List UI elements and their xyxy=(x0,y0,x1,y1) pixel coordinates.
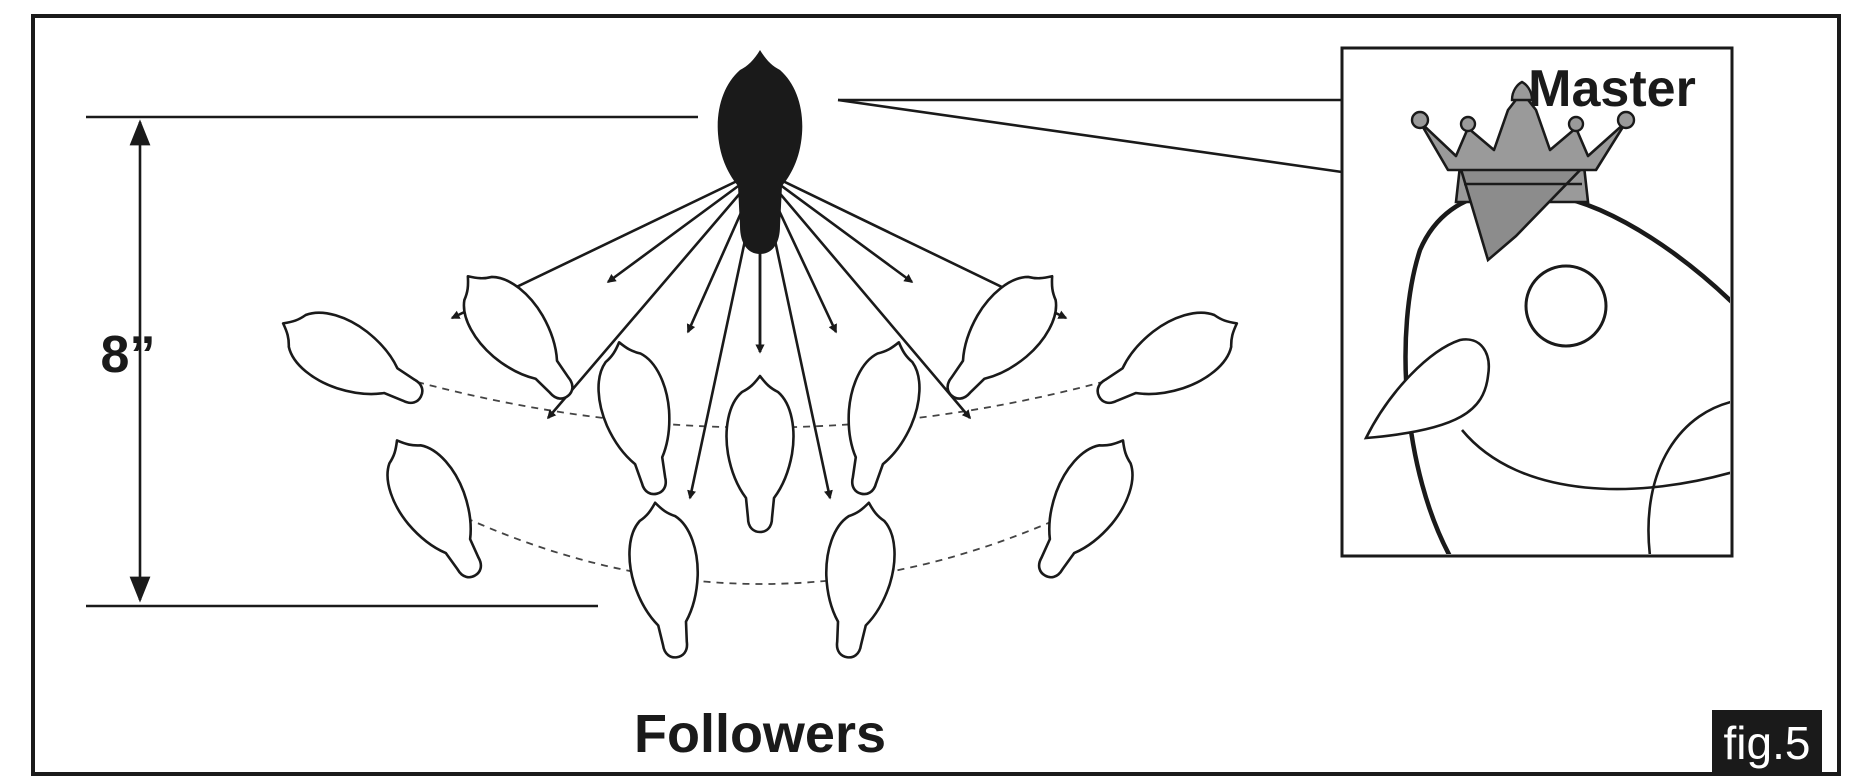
height-label: 8” xyxy=(101,326,156,384)
eye-icon xyxy=(1526,266,1606,346)
figure-number-badge: fig.5 xyxy=(1712,710,1822,772)
master-label: Master xyxy=(1528,60,1696,118)
figure-label: fig.5 xyxy=(1724,717,1811,769)
followers-label: Followers xyxy=(634,704,886,764)
